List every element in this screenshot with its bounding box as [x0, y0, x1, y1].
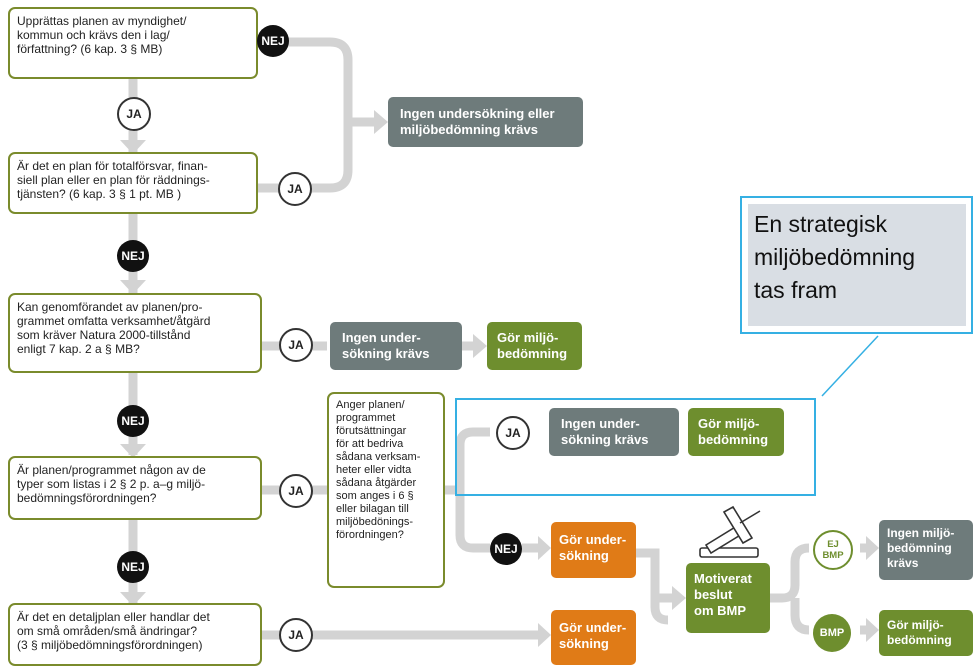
callout-box: En strategisk miljöbedömning tas fram: [740, 196, 973, 334]
arrowhead: [866, 536, 879, 560]
decision-nej-1: NEJ: [257, 25, 289, 57]
arrowhead: [866, 618, 879, 642]
question-box-4: Är planen/programmet någon av de typer s…: [8, 456, 262, 520]
arrowhead: [120, 280, 146, 294]
decision-nej-3: NEJ: [117, 405, 149, 437]
callout-pointer: [821, 335, 879, 397]
decision-ja-2: JA: [278, 172, 312, 206]
arrowhead: [120, 140, 146, 154]
decision-ja-1: JA: [117, 97, 151, 131]
decision-ja-3: JA: [279, 328, 313, 362]
connector-ejbmp: [770, 543, 810, 603]
gavel-icon: [699, 505, 761, 558]
outcome-motivated-decision: Motiverat beslut om BMP: [686, 563, 770, 633]
outcome-do-assessment-1: Gör miljö- bedömning: [487, 322, 582, 370]
arrowhead: [473, 334, 487, 358]
decision-nej-2: NEJ: [117, 240, 149, 272]
highlight-frame: [455, 398, 816, 496]
arrowhead: [120, 592, 146, 606]
question-box-5: Är det en detaljplan eller handlar det o…: [8, 603, 262, 666]
connector-merge-bottom: [636, 548, 669, 625]
connector-merge-top: [258, 37, 353, 193]
outcome-no-assessment: Ingen undersökning eller miljöbedömning …: [388, 97, 583, 147]
decision-bmp: BMP: [813, 614, 851, 652]
connector-bmp: [790, 598, 810, 635]
outcome-do-investigation-1: Gör under- sökning: [551, 522, 636, 578]
question-box-6: Anger planen/ programmet förutsättningar…: [327, 392, 445, 588]
arrowhead: [120, 444, 146, 458]
question-box-2: Är det en plan för totalförsvar, finan- …: [8, 152, 258, 214]
outcome-no-investigation-2: Ingen under- sökning krävs: [549, 408, 679, 456]
connector-q6-ja: [445, 427, 490, 495]
question-box-1: Upprättas planen av myndighet/ kommun oc…: [8, 7, 258, 79]
arrowhead: [374, 110, 388, 134]
callout-text: En strategisk miljöbedömning tas fram: [748, 204, 966, 326]
decision-nej-4: NEJ: [117, 551, 149, 583]
decision-ja-5: JA: [496, 416, 530, 450]
decision-ja-6: JA: [279, 618, 313, 652]
decision-ej-bmp: EJ BMP: [813, 530, 853, 570]
arrowhead: [538, 623, 551, 647]
connector-q6-nej: [455, 490, 490, 553]
outcome-do-assessment-final: Gör miljö- bedömning: [879, 610, 973, 656]
outcome-do-assessment-2: Gör miljö- bedömning: [688, 408, 784, 456]
arrowhead: [672, 586, 686, 610]
outcome-no-investigation-1: Ingen under- sökning krävs: [330, 322, 462, 370]
decision-nej-5: NEJ: [490, 533, 522, 565]
outcome-do-investigation-2: Gör under- sökning: [551, 610, 636, 665]
decision-ja-4: JA: [279, 474, 313, 508]
outcome-no-assessment-final: Ingen miljö- bedömning krävs: [879, 520, 973, 580]
arrowhead: [538, 536, 551, 560]
question-box-3: Kan genomförandet av planen/pro- grammet…: [8, 293, 262, 373]
